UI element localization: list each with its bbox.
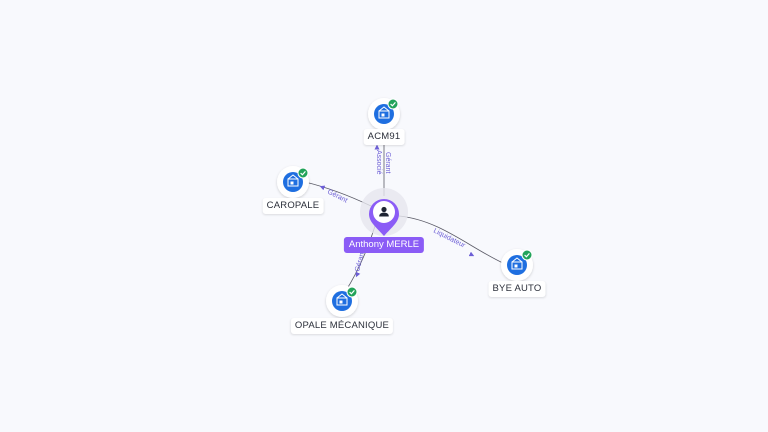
building-icon bbox=[287, 174, 299, 187]
edge-label-gerant: Gérant bbox=[354, 250, 366, 273]
company-label-acm91[interactable]: ACM91 bbox=[363, 129, 405, 145]
building-icon bbox=[511, 257, 523, 270]
check-icon bbox=[297, 167, 309, 179]
building-icon bbox=[378, 106, 390, 119]
check-icon bbox=[387, 98, 399, 110]
company-label-bye-auto[interactable]: BYE AUTO bbox=[488, 281, 546, 297]
company-label-caropale[interactable]: CAROPALE bbox=[262, 198, 324, 214]
company-label-opale-mecanique[interactable]: OPALE MÉCANIQUE bbox=[290, 318, 394, 334]
person-label[interactable]: Anthony MERLE bbox=[343, 237, 425, 253]
company-node-opale-mecanique[interactable] bbox=[326, 285, 358, 317]
building-icon bbox=[336, 293, 348, 306]
check-icon bbox=[521, 249, 533, 261]
edge-opale-mecanique[interactable]: Gérant bbox=[344, 225, 376, 293]
check-icon bbox=[346, 286, 358, 298]
edge-label-liquidateur: Liquidateur bbox=[432, 228, 467, 250]
person-icon bbox=[379, 206, 389, 217]
person-node[interactable] bbox=[360, 188, 408, 236]
edge-label-gerant: Gérant bbox=[326, 189, 348, 205]
company-node-caropale[interactable] bbox=[277, 166, 309, 198]
company-node-bye-auto[interactable] bbox=[501, 249, 533, 281]
edge-label-gerant: Gérant bbox=[384, 152, 391, 173]
edge-label-associe: Associé bbox=[375, 150, 382, 175]
company-node-acm91[interactable] bbox=[368, 98, 400, 130]
